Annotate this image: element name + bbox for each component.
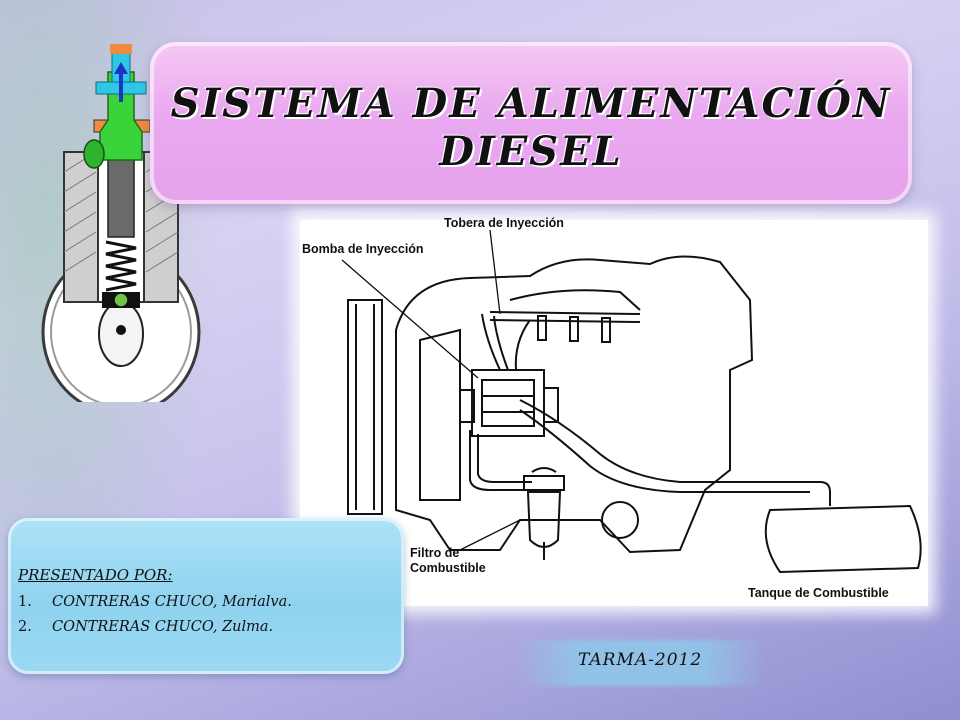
nozzle-label: Tobera de Inyección	[444, 216, 564, 230]
filter-label-line-1: Filtro de	[410, 546, 460, 560]
presenter-number: 1.	[18, 594, 32, 610]
tank-label: Tanque de Combustible	[748, 586, 889, 600]
title-line-1: SISTEMA DE ALIMENTACIÓN	[170, 80, 892, 127]
presenter-number: 2.	[18, 619, 32, 635]
presenter-name: CONTRERAS CHUCO, Zulma.	[52, 619, 274, 635]
title-box: SISTEMA DE ALIMENTACIÓN DIESEL	[150, 42, 912, 204]
presenter-item: 2. CONTRERAS CHUCO, Zulma.	[18, 615, 292, 640]
slide-title: SISTEMA DE ALIMENTACIÓN DIESEL	[150, 80, 912, 176]
presenters-heading: PRESENTADO POR:	[18, 566, 173, 584]
presenters-list: 1. CONTRERAS CHUCO, Marialva. 2. CONTRERAS…	[18, 590, 292, 640]
footer-place-year: TARMA-2012	[578, 650, 703, 670]
pump-label: Bomba de Inyección	[302, 242, 424, 256]
title-line-2: DIESEL	[439, 128, 623, 175]
fuel-system-drawing	[341, 229, 922, 574]
filter-label-line-2: Combustible	[410, 561, 486, 575]
filter-label: Filtro de Combustible	[410, 546, 486, 576]
presenter-item: 1. CONTRERAS CHUCO, Marialva.	[18, 590, 292, 615]
presenters-box: PRESENTADO POR: 1. CONTRERAS CHUCO, Maria…	[8, 518, 404, 674]
presenter-name: CONTRERAS CHUCO, Marialva.	[52, 594, 292, 610]
fuel-system-diagram: Tobera de Inyección Bomba de Inyección F…	[300, 216, 928, 606]
footer-glow	[516, 640, 766, 686]
